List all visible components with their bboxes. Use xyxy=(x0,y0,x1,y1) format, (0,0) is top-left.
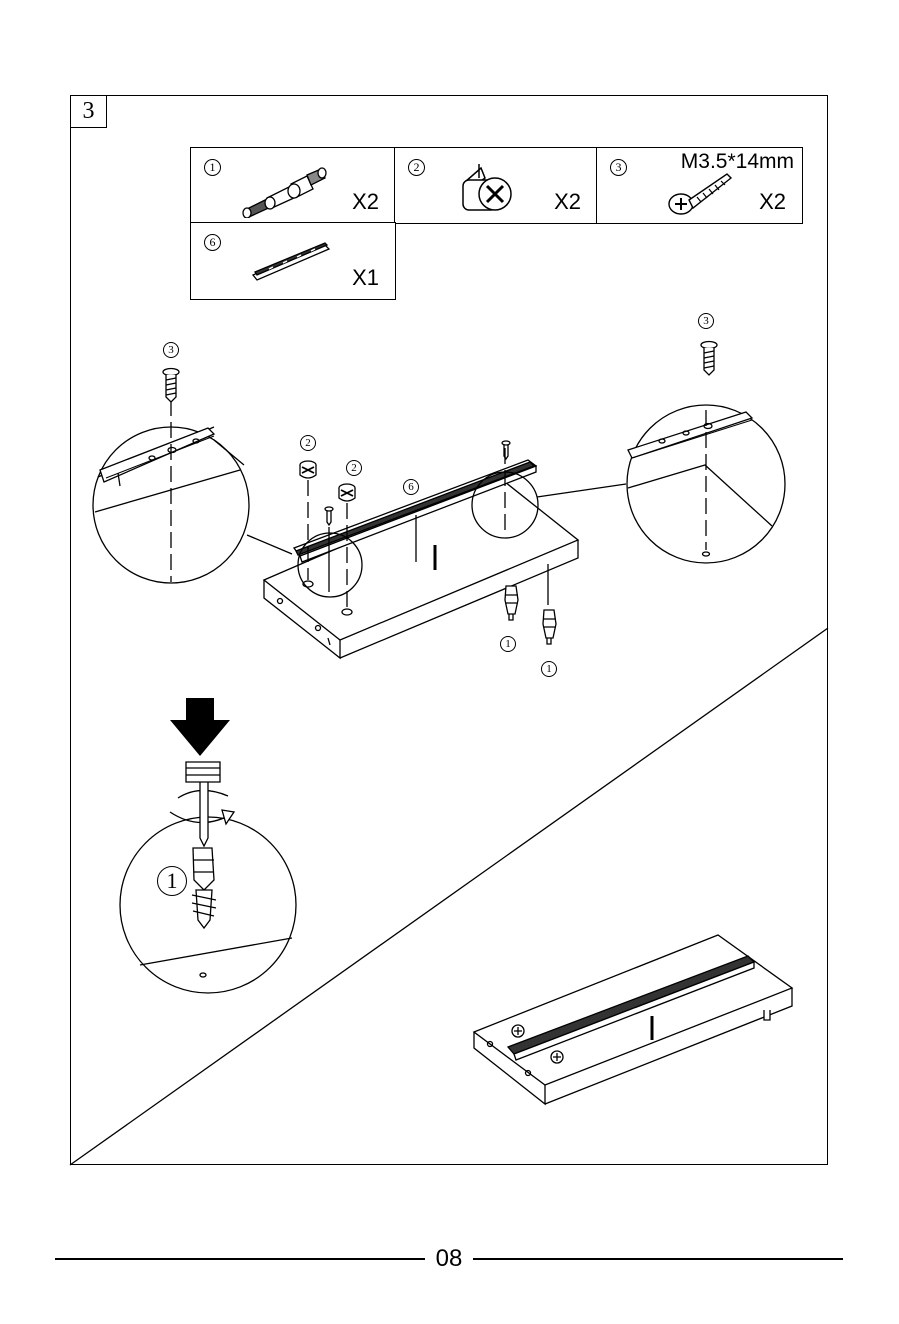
page-number: 08 xyxy=(425,1244,473,1274)
footer-rule-left xyxy=(55,1258,425,1260)
callout-cam-lock-a: 2 xyxy=(300,435,316,451)
callout-bolt-a: 1 xyxy=(500,636,516,652)
cam-bolt-b xyxy=(543,610,556,644)
callout-rail: 6 xyxy=(403,479,419,495)
cam-bolt-a xyxy=(505,586,518,620)
screw-left xyxy=(163,369,179,403)
callout-bolt-b: 1 xyxy=(541,661,557,677)
small-screw xyxy=(325,507,333,525)
small-screw-top xyxy=(502,441,510,459)
callout-cam-lock-b: 2 xyxy=(346,460,362,476)
cam-lock-a xyxy=(300,461,316,478)
screw-right xyxy=(701,342,717,376)
callout-screw-right: 3 xyxy=(698,313,714,329)
callout-detail-bolt: 1 xyxy=(157,866,187,896)
detail-left-circle xyxy=(93,400,249,583)
cam-lock-b xyxy=(339,484,355,501)
footer-rule-right xyxy=(473,1258,843,1260)
finished-shelf xyxy=(474,935,792,1104)
detail-right-circle xyxy=(627,405,785,563)
callout-screw-left: 3 xyxy=(163,342,179,358)
push-down-arrow xyxy=(170,698,230,756)
